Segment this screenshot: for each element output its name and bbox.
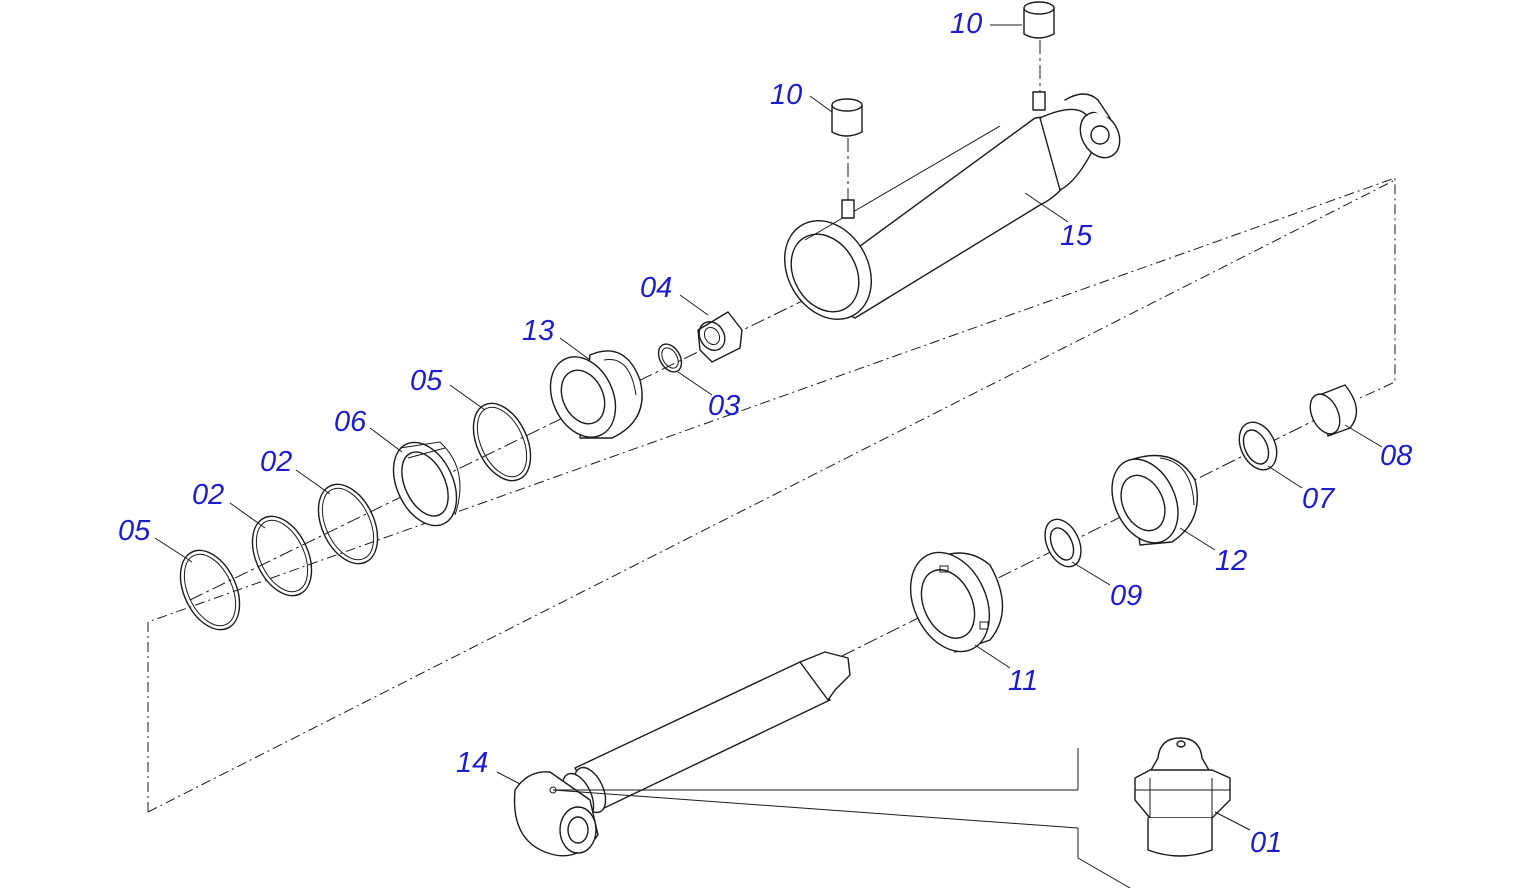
assembly-connector-frame xyxy=(147,177,1396,812)
leader-04 xyxy=(679,294,709,316)
diagonal-connector xyxy=(147,179,1396,813)
callout-10b: 10 xyxy=(950,8,982,40)
leader-02a xyxy=(295,469,331,495)
callout-07: 07 xyxy=(1302,483,1336,515)
leader-15 xyxy=(1024,192,1069,223)
callout-12: 12 xyxy=(1215,545,1247,577)
callout-05a: 05 xyxy=(410,365,443,397)
detail-bracket-bottom xyxy=(1077,828,1131,888)
callout-10a: 10 xyxy=(770,79,802,111)
wiper-ring-part xyxy=(1238,421,1278,471)
callout-08: 08 xyxy=(1380,440,1412,472)
leader-02b xyxy=(229,502,266,529)
bushing-part xyxy=(1309,384,1358,437)
leader-10a xyxy=(809,95,833,113)
callout-11: 11 xyxy=(1008,665,1038,697)
grease-cap-part-b xyxy=(1023,1,1055,39)
small-oring-part xyxy=(657,343,683,373)
leader-11 xyxy=(974,644,1011,669)
leader-06 xyxy=(369,427,403,453)
cylinder-barrel-part xyxy=(783,91,1121,320)
detail-line-bottom xyxy=(552,789,1079,829)
leader-01 xyxy=(1214,811,1251,831)
callout-09: 09 xyxy=(1110,580,1142,612)
grease-cap-part-a xyxy=(831,98,863,137)
piston-part xyxy=(549,350,643,439)
leader-07 xyxy=(1267,465,1303,489)
backup-ring-02-b-part xyxy=(251,515,313,597)
callout-02b: 02 xyxy=(192,479,224,511)
rod-seal-part xyxy=(1044,518,1082,568)
leader-12 xyxy=(1179,527,1216,551)
callout-01: 01 xyxy=(1250,827,1282,859)
callout-06: 06 xyxy=(334,406,367,438)
lock-ring-part xyxy=(909,551,1004,653)
callout-02a: 02 xyxy=(260,446,292,478)
leader-05a xyxy=(449,384,486,411)
oring-05-upper-part xyxy=(472,402,532,482)
nut-part xyxy=(697,311,743,363)
piston-rod-part xyxy=(513,651,851,857)
leader-08 xyxy=(1344,424,1383,448)
backup-ring-02-a-part xyxy=(317,483,379,565)
leader-13 xyxy=(559,337,591,361)
piston-seal-part xyxy=(392,441,461,527)
grease-nipple-part xyxy=(1134,737,1231,857)
upper-axis-line xyxy=(189,284,836,601)
leader-03 xyxy=(677,371,713,396)
callout-04: 04 xyxy=(640,272,672,304)
leader-14 xyxy=(496,771,521,785)
callout-13: 13 xyxy=(522,315,554,347)
oring-05-lower-part xyxy=(179,549,241,631)
leader-09 xyxy=(1071,561,1111,586)
callout-05b: 05 xyxy=(118,515,151,547)
gland-part xyxy=(1111,454,1199,546)
leader-05b xyxy=(154,537,193,563)
callout-14: 14 xyxy=(456,747,488,779)
callout-03: 03 xyxy=(708,390,740,422)
callout-15: 15 xyxy=(1060,220,1093,252)
